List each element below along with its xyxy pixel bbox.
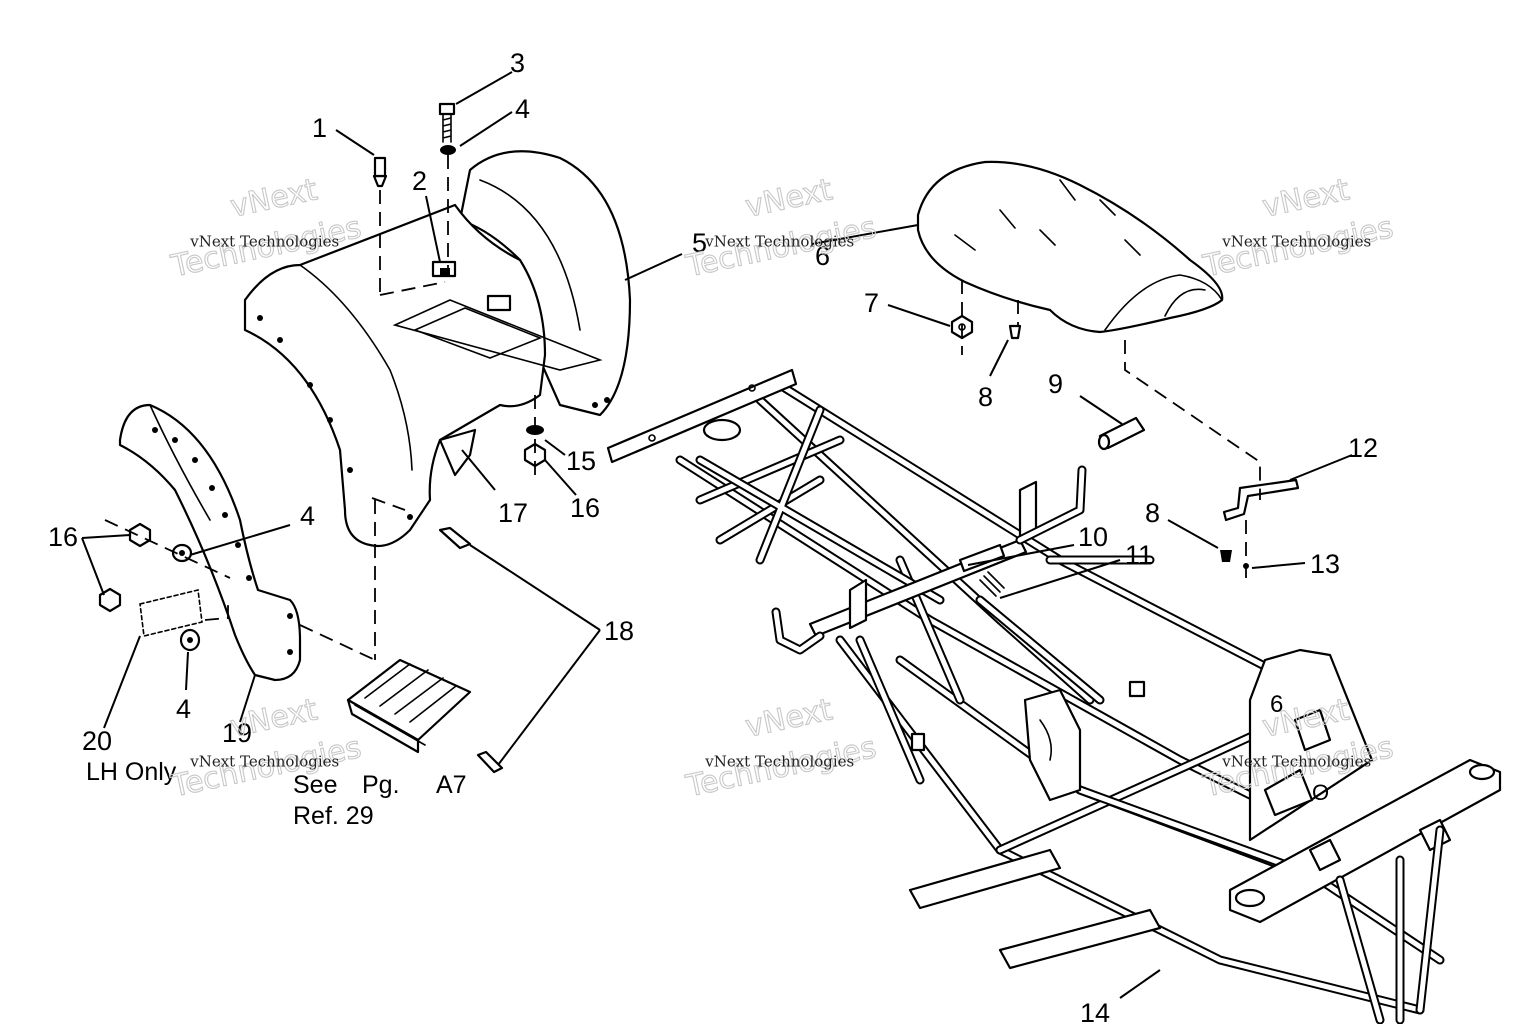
callout-19: 19 bbox=[222, 718, 252, 748]
note-page-ref: A7 bbox=[436, 771, 467, 799]
callout-3: 3 bbox=[510, 48, 525, 78]
watermark-small: vNext Technologies bbox=[1221, 753, 1371, 771]
callout-13: 13 bbox=[1310, 549, 1340, 579]
callout-8-seat: 8 bbox=[978, 382, 993, 412]
callout-4-bottom: 4 bbox=[176, 694, 191, 724]
seat-part-6 bbox=[916, 160, 1224, 334]
watermark-word-top: vNext bbox=[227, 692, 320, 745]
callout-numbers: 1 2 3 4 5 6 7 8 9 10 11 12 8 13 14 15 16… bbox=[48, 48, 1378, 1024]
watermark-word-top: vNext bbox=[742, 172, 835, 225]
callout-9: 9 bbox=[1048, 369, 1063, 399]
callout-4-right: 4 bbox=[300, 501, 315, 531]
callout-15: 15 bbox=[566, 446, 596, 476]
svg-text:O: O bbox=[1312, 780, 1329, 805]
watermark-word-top: vNext bbox=[1259, 172, 1352, 225]
footrest-assembly bbox=[346, 658, 472, 754]
side-fender-part-19 bbox=[118, 403, 302, 682]
watermark-word-top: vNext bbox=[227, 172, 320, 225]
callout-6: 6 bbox=[815, 241, 830, 271]
callout-7: 7 bbox=[864, 288, 879, 318]
callout-17: 17 bbox=[498, 498, 528, 528]
assembly-lines bbox=[104, 155, 1261, 661]
notes: LH Only See Pg. A7 Ref. 29 bbox=[86, 758, 467, 830]
note-lh-only: LH Only bbox=[86, 758, 177, 786]
callout-11: 11 bbox=[1125, 540, 1153, 570]
callout-16-left: 16 bbox=[48, 522, 78, 552]
watermark-top-right: vNext Technologies vNext Technologies bbox=[1199, 172, 1397, 285]
callout-20: 20 bbox=[82, 726, 112, 756]
callout-2: 2 bbox=[412, 166, 427, 196]
watermark-bottom-center: vNext Technologies vNext Technologies bbox=[682, 692, 880, 805]
watermark-small: vNext Technologies bbox=[704, 233, 854, 251]
callout-4-top: 4 bbox=[515, 94, 530, 124]
watermark-word-top: vNext bbox=[742, 692, 835, 745]
note-ref: Ref. 29 bbox=[293, 802, 374, 830]
callout-5: 5 bbox=[692, 228, 707, 258]
watermark-top-center: vNext Technologies vNext Technologies bbox=[682, 172, 880, 285]
note-pg: Pg. bbox=[362, 771, 400, 799]
callout-12: 12 bbox=[1348, 433, 1378, 463]
callout-16-mid: 16 bbox=[570, 493, 600, 523]
watermark-small: vNext Technologies bbox=[1221, 233, 1371, 251]
callout-10: 10 bbox=[1078, 522, 1108, 552]
callout-8-right: 8 bbox=[1145, 498, 1160, 528]
watermark-small: vNext Technologies bbox=[704, 753, 854, 771]
leader-lines bbox=[81, 71, 1353, 999]
watermark-small: vNext Technologies bbox=[189, 753, 339, 771]
frame-part-14: 6 O bbox=[606, 368, 1502, 1024]
note-see: See bbox=[293, 771, 337, 799]
callout-18: 18 bbox=[604, 616, 634, 646]
svg-text:6: 6 bbox=[1270, 691, 1283, 718]
watermark-small: vNext Technologies bbox=[189, 233, 339, 251]
callout-1: 1 bbox=[312, 113, 327, 143]
rear-fender-part-5 bbox=[243, 150, 632, 548]
callout-14: 14 bbox=[1080, 998, 1110, 1024]
